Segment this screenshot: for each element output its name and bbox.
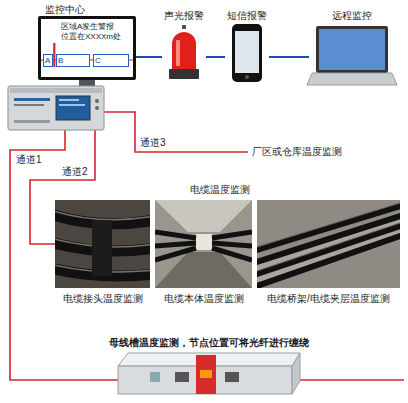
icon-space [309,22,395,85]
busbar-trunking [175,372,189,382]
photo-panel: 电缆接头温度监测 [55,200,150,288]
alarm-message: 区域A发生警报 位置在XXXXm处 [61,22,131,42]
signal-link [136,56,162,58]
annotation-label: 厂区或仓库温度监测 [252,146,342,158]
laptop-icon [307,26,397,85]
alarm-device-node: 声光报警 [162,9,206,80]
photo-caption: 电缆桥架/电缆夹层温度监测 [267,292,390,305]
monitor-heading: 监控中心 [38,3,136,16]
alarm-light [172,32,196,70]
fiber-channel [10,130,404,380]
annotation-label: 通道2 [62,166,88,178]
cable-tray-photo [257,226,400,274]
cable-joint-photo [55,210,150,220]
cable-joint-photo [55,200,150,288]
cable-tunnel-photo [212,248,252,260]
analyzer-device [8,86,104,130]
photo-caption: 电缆本体温度监测 [164,292,244,305]
monitor-screen: 区域A发生警报 位置在XXXXm处 ABC [41,19,133,77]
cable-tunnel-photo [212,232,252,238]
monitor-bezel: 区域A发生警报 位置在XXXXm处 ABC [38,16,136,80]
alarm-light [169,69,199,79]
alarm-light [176,40,180,66]
device-label: 声光报警 [162,9,206,22]
zone-letter: B [58,55,89,66]
zone-box: A [43,54,53,67]
analyzer-device [8,86,104,130]
busbar-trunking [225,372,239,382]
device-label: 短信报警 [225,9,269,22]
annotation-label: 通道3 [140,137,166,149]
alarm-device-node: 远程监控 [309,9,395,85]
zone-letter: A [45,55,52,66]
cable-tray-photo [257,200,400,288]
cable-tunnel-photo [155,200,252,232]
alarm-device-node: 短信报警 [225,9,269,82]
cable-tunnel-photo [155,248,196,260]
cable-tray-photo [257,223,400,271]
analyzer-device [14,98,50,101]
cable-tray-photo [257,203,400,271]
busbar-trunking [118,353,300,394]
signal-link [206,56,225,58]
cable-tray-photo [257,206,400,286]
device-label: 远程监控 [309,9,395,22]
cable-tray-photo [257,200,400,288]
fiber-channel [104,112,248,152]
busbar-trunking [292,353,300,394]
busbar-trunking [150,372,160,382]
cable-tunnel-photo [155,232,196,238]
analyzer-device [14,104,44,106]
zone-box: B [56,54,90,67]
analyzer-device [95,99,99,103]
monitor-node: 监控中心区域A发生警报 位置在XXXXm处 ABC [38,3,136,80]
analyzer-device [95,106,99,110]
laptop-icon [319,29,385,70]
icon-space [162,22,206,80]
cable-joint-photo [92,220,112,276]
phone-icon [232,24,262,82]
cable-tunnel-photo [155,200,252,288]
cable-tunnel-photo [155,232,252,260]
analyzer-device [56,96,90,120]
cable-tray-photo [257,236,400,286]
cable-tunnel-photo [155,200,252,288]
analyzer-device [59,99,79,101]
photo-panel: 电缆桥架/电缆夹层温度监测 [257,200,400,288]
zone-letter: C [95,55,128,66]
signal-link [269,56,309,58]
busbar-trunking [196,355,216,394]
phone-icon [245,75,249,79]
cable-tunnel-photo [196,234,212,250]
cable-tray-photo [257,216,400,262]
phone-icon [235,31,259,73]
busbar-trunking [200,370,212,378]
annotation-label: 通道1 [16,154,42,166]
icon-space [225,22,269,82]
laptop-icon [307,73,397,85]
alarm-light [182,25,186,29]
annotation-label: 电缆温度监测 [190,184,250,196]
cable-tunnel-photo [155,243,196,246]
cable-joint-photo [55,214,150,276]
photo-panel: 电缆本体温度监测 [155,200,252,288]
laptop-icon [316,26,388,73]
cable-tray-photo [257,203,400,247]
analyzer-device [59,104,85,106]
alarm-light [169,25,199,79]
cable-tunnel-photo [212,243,252,246]
zone-box: C [93,54,129,67]
phone-icon [232,24,262,82]
busbar-heading: 母线槽温度监测，节点位置可将光纤进行缠绕 [109,336,309,349]
analyzer-device [14,120,50,123]
analyzer-device [10,88,102,93]
busbar-node: 母线槽温度监测，节点位置可将光纤进行缠绕 [118,352,300,394]
photo-caption: 电缆接头温度监测 [63,292,143,305]
fiber-channel [10,112,404,380]
